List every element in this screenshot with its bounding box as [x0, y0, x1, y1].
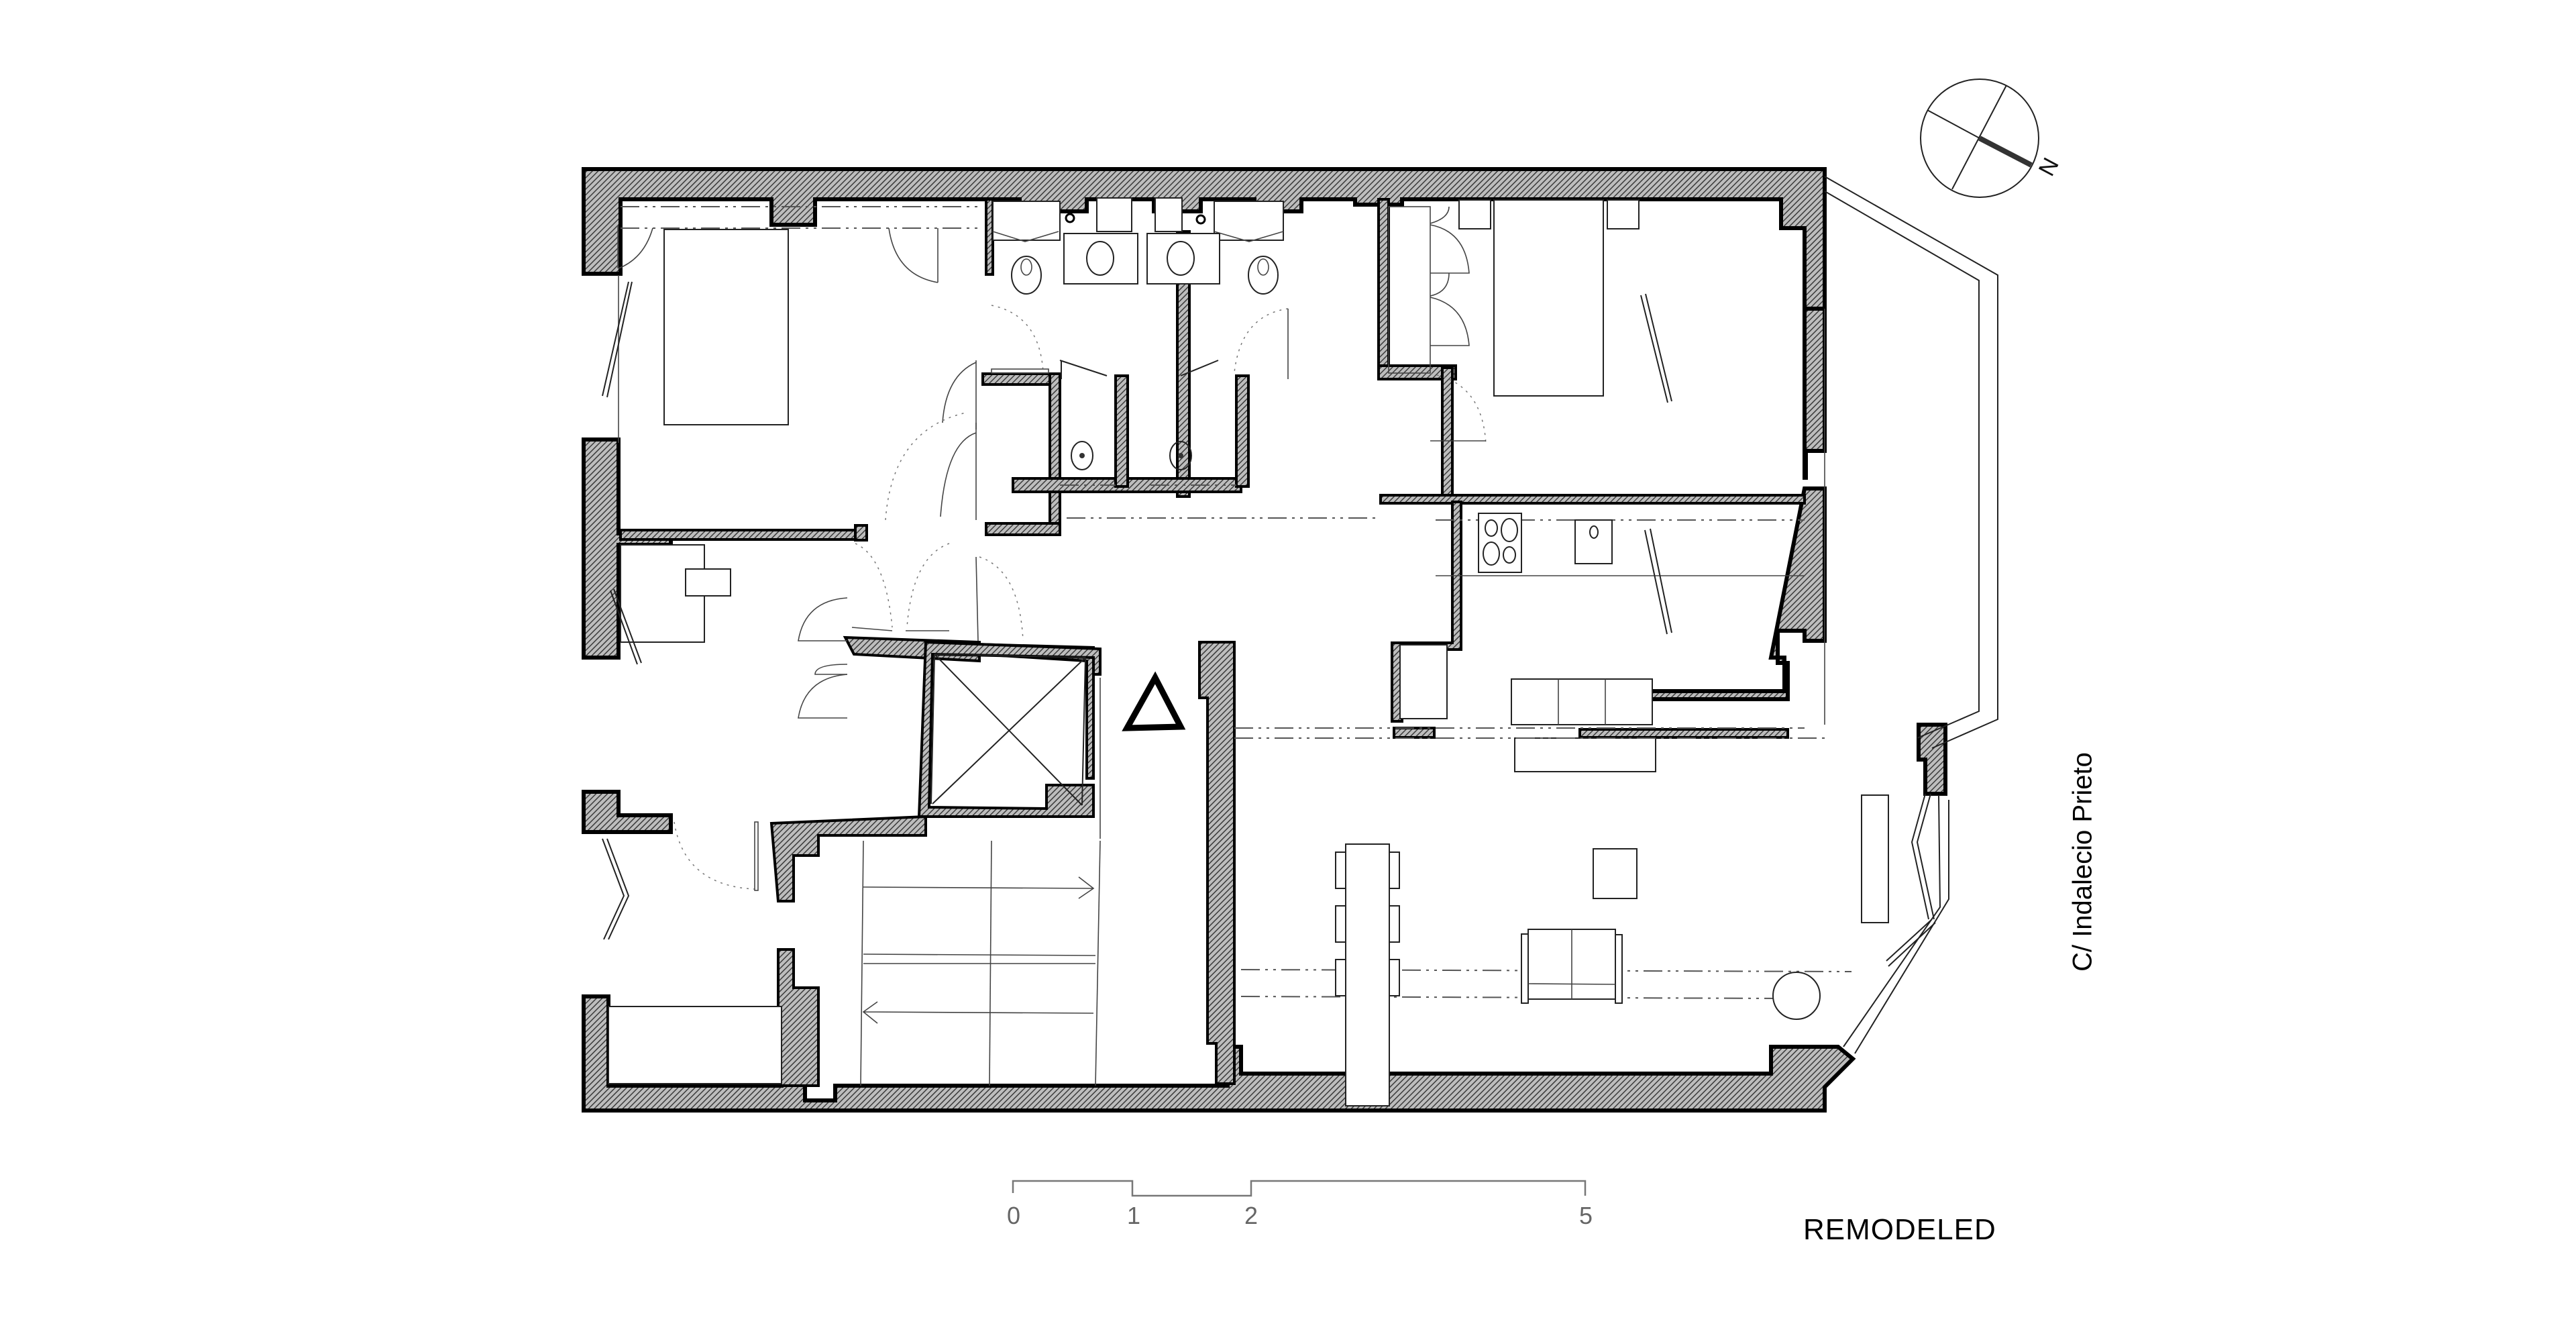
double-bed-icon	[663, 229, 789, 425]
stair-down-arrow-icon	[862, 1001, 1094, 1024]
bench-icon	[1511, 678, 1653, 725]
sofa-icon	[1521, 929, 1623, 1004]
window-bench-icon	[1861, 794, 1889, 923]
bay-window	[1824, 176, 1998, 1054]
bathroom-2	[1146, 197, 1289, 486]
svg-text:5: 5	[1579, 1202, 1593, 1229]
exterior-walls	[582, 167, 1947, 1113]
elevator-icon	[930, 654, 1086, 806]
drawing-title: REMODELED	[1803, 1213, 1996, 1246]
chair-icon	[685, 568, 731, 597]
single-bed-icon	[608, 1006, 782, 1084]
small-bedroom	[602, 838, 782, 1084]
north-compass-icon	[1920, 79, 2039, 198]
coffee-table-icon	[1593, 848, 1638, 899]
double-bed-icon	[1493, 199, 1604, 397]
svg-text:N: N	[2034, 154, 2064, 180]
stair-up-arrow-icon	[863, 876, 1095, 899]
bedroom-1	[602, 206, 983, 521]
svg-text:0: 0	[1007, 1202, 1020, 1229]
entrance-triangle-icon	[1122, 671, 1186, 731]
stair-elevator-core	[860, 654, 1186, 1086]
street-label: C/ Indalecio Prieto	[2068, 752, 2098, 972]
bathroom-1	[991, 197, 1138, 486]
svg-text:1: 1	[1127, 1202, 1140, 1229]
svg-text:2: 2	[1244, 1202, 1258, 1229]
study	[610, 544, 848, 891]
shower-drain-icon	[1169, 441, 1192, 470]
scale-bar: 0 1 2 5	[1007, 1180, 1593, 1229]
hallway	[851, 517, 1825, 739]
living-dining	[1240, 793, 1936, 1106]
shower-drain-icon	[1071, 441, 1093, 470]
side-table-icon	[1772, 972, 1821, 1020]
kitchen	[1399, 513, 1805, 772]
kitchen-sink-icon	[1574, 519, 1613, 564]
dining-table-icon	[1335, 843, 1400, 1106]
sink-icon	[1167, 241, 1195, 276]
sink-icon	[1086, 241, 1114, 276]
north-label: N	[2034, 154, 2064, 180]
master-bedroom	[1388, 199, 1672, 445]
interior-walls	[619, 198, 1806, 1087]
